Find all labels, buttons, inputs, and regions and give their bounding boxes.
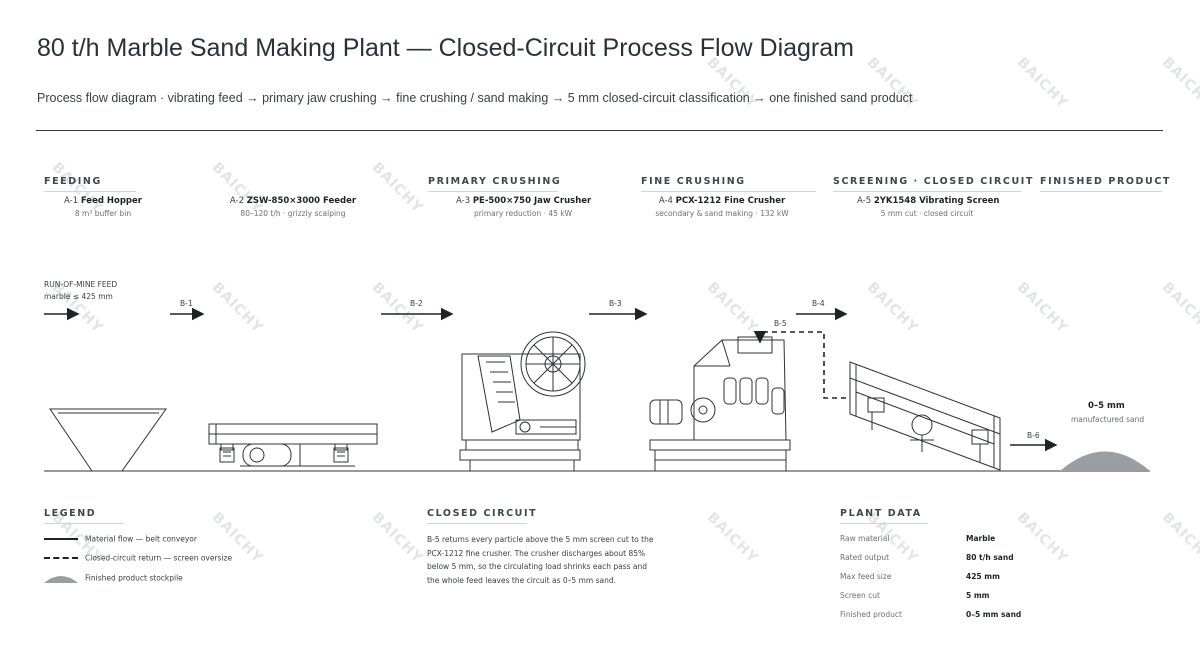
product-size: 0–5 mm [1088, 401, 1125, 411]
unit-a2-label: A-2 ZSW-850×3000 Feeder 80–120 t/h · gri… [226, 196, 360, 218]
plant-data-heading: PLANT DATA [840, 508, 928, 524]
stockpile-icon [1060, 451, 1150, 471]
stage-primary-crushing-heading: PRIMARY CRUSHING [428, 176, 560, 192]
stage-finished-product-heading: FINISHED PRODUCT [1040, 176, 1169, 192]
unit-name: ZSW-850×3000 Feeder [246, 196, 357, 206]
return-arrow-b5 [753, 330, 846, 399]
plant-data-value: 425 mm [966, 572, 1000, 581]
stream-b4-tag: B-4 [812, 299, 825, 308]
stream-b2-tag: B-2 [410, 299, 423, 308]
plant-data-key: Raw material [840, 534, 890, 543]
plant-data-key: Max feed size [840, 572, 892, 581]
legend-label: Material flow — belt conveyor [85, 534, 197, 544]
feed-label: RUN-OF-MINE FEED [44, 280, 118, 289]
product-label: manufactured sand [1071, 415, 1145, 424]
plant-data-key: Rated output [840, 553, 890, 562]
feed-detail: marble ≤ 425 mm [44, 292, 113, 301]
fine-crusher-icon [649, 336, 791, 471]
closed-circuit-text: B-5 returns every particle above the 5 m… [427, 535, 654, 585]
unit-name: 2YK1548 Vibrating Screen [873, 196, 1000, 206]
unit-a4-label: A-4 PCX-1212 Fine Crusher secondary & sa… [655, 196, 789, 218]
unit-tag: A-3 [456, 196, 471, 206]
unit-name: Feed Hopper [80, 196, 142, 206]
legend-label: Closed-circuit return — screen oversize [85, 553, 233, 563]
unit-desc: secondary & sand making · 132 kW [655, 209, 789, 218]
legend-item-closed-circuit: Closed-circuit return — screen oversize [44, 553, 232, 563]
plant-data-value: 0–5 mm sand [966, 610, 1022, 619]
stage-screening-heading: SCREENING · CLOSED CIRCUIT [833, 176, 1032, 192]
jaw-crusher-icon [459, 331, 586, 471]
dashed-line-icon [44, 553, 78, 563]
vibrating-feeder-icon [208, 423, 378, 467]
unit-tag: A-2 [229, 196, 245, 206]
stockpile-icon [44, 573, 78, 583]
legend-label: Finished product stockpile [85, 573, 183, 583]
plant-data-key: Screen cut [840, 591, 880, 600]
plant-data-value: 80 t/h sand [966, 553, 1014, 562]
plant-data-value: Marble [966, 534, 996, 543]
solid-line-icon [44, 534, 78, 544]
page-title: 80 t/h Marble Sand Making Plant — Closed… [37, 34, 854, 62]
unit-name: PE-500×750 Jaw Crusher [472, 196, 592, 206]
unit-name: PCX-1212 Fine Crusher [675, 196, 786, 206]
stage-feeding-heading: FEEDING [44, 176, 136, 192]
plant-data-key: Finished product [840, 610, 902, 619]
legend-heading: LEGEND [44, 508, 124, 524]
unit-a3-label: A-3 PE-500×750 Jaw Crusher primary reduc… [456, 196, 592, 218]
stream-b6-tag: B-6 [1027, 431, 1040, 440]
unit-a5-label: A-5 2YK1548 Vibrating Screen 5 mm cut · … [857, 196, 1000, 218]
closed-circuit-heading: CLOSED CIRCUIT [427, 508, 536, 524]
unit-desc: 8 m³ buffer bin [74, 209, 132, 218]
plant-data-value: 5 mm [966, 591, 990, 600]
stream-b5-tag: B-5 [774, 319, 787, 328]
stream-b1-tag: B-1 [180, 299, 193, 308]
legend-item-material-flow: Material flow — belt conveyor [44, 534, 197, 544]
page-subtitle: Process flow diagram · vibrating feed → … [37, 91, 913, 105]
unit-desc: primary reduction · 45 kW [473, 209, 573, 218]
unit-desc: 5 mm cut · closed circuit [880, 209, 974, 218]
unit-desc: 80–120 t/h · grizzly scalping [240, 209, 346, 218]
legend-item-stockpile: Finished product stockpile [44, 573, 183, 583]
unit-tag: A-4 [658, 196, 673, 206]
unit-tag: A-5 [857, 196, 872, 206]
feed-hopper-icon [49, 408, 167, 472]
stage-fine-crushing-heading: FINE CRUSHING [641, 176, 816, 192]
unit-a1-label: A-1 Feed Hopper 8 m³ buffer bin [62, 196, 144, 218]
stream-b3-tag: B-3 [609, 299, 622, 308]
unit-tag: A-1 [64, 196, 79, 206]
header-divider [36, 130, 1163, 131]
vibrating-screen-icon [849, 361, 1001, 471]
